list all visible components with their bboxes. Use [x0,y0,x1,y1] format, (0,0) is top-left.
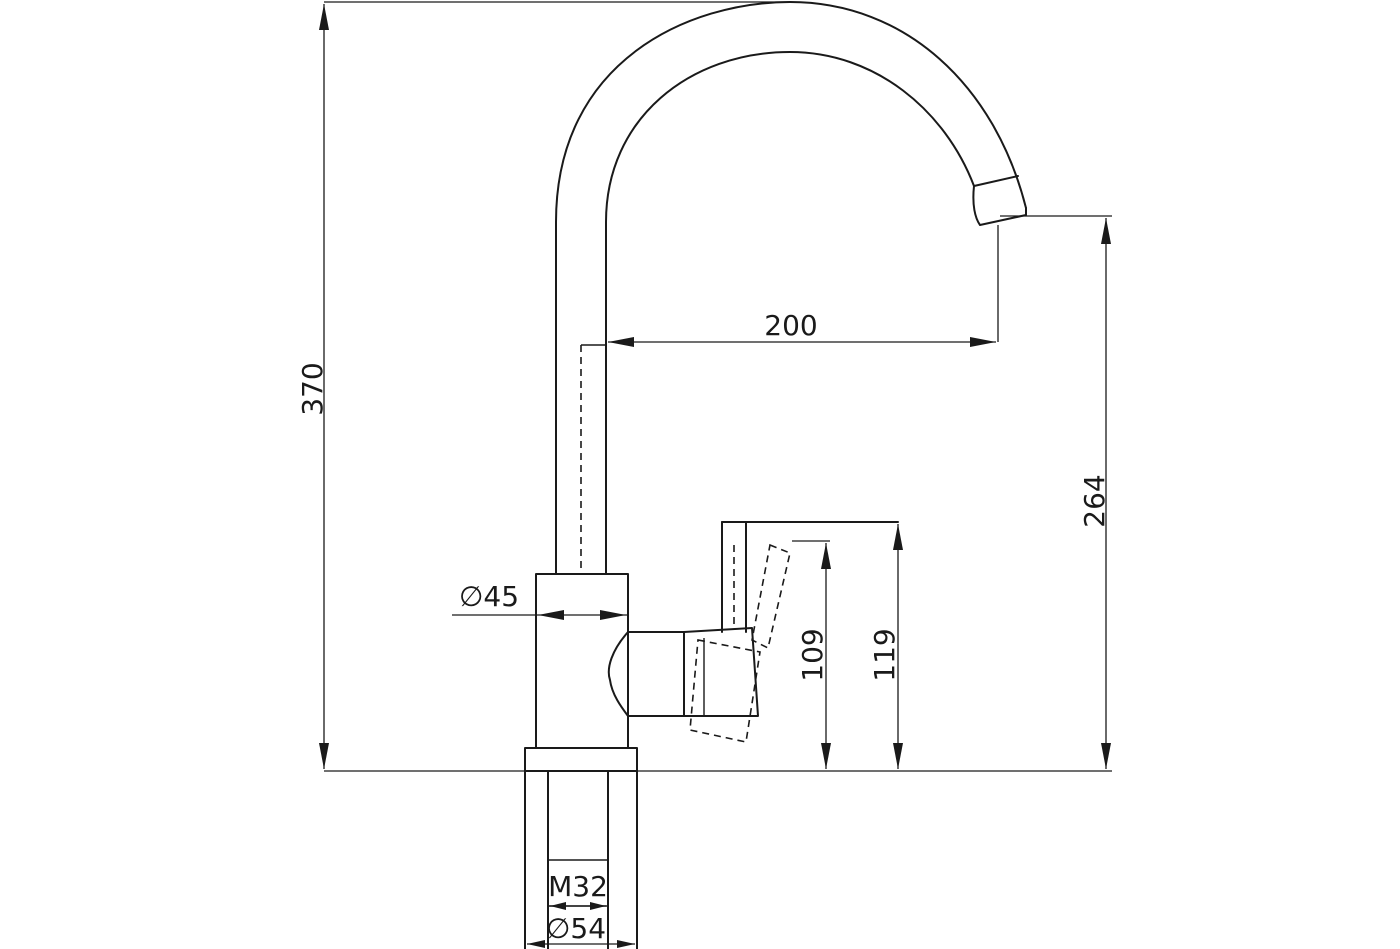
dim-lever-height-raised: 119 [868,524,903,769]
label-lever-height-raised: 119 [868,628,901,681]
lever-raised-dashed [751,543,791,650]
cap-raised-dashed [689,639,761,743]
dim-spout-height: 264 [1000,215,1112,769]
dim-thread: M32 [548,870,608,910]
dim-lever-height-rest: 109 [792,540,831,769]
lever-handle [721,521,747,633]
lever-cap [683,627,759,717]
arrow-down [319,743,329,769]
spout-inner-edge [605,51,975,574]
base-ring [524,747,638,772]
spout [555,1,1027,574]
aerator-tip [972,185,1027,226]
label-total-height: 370 [296,362,329,415]
faucet-body [524,521,899,772]
dim-base-diameter: ∅54 [527,912,635,948]
label-lever-height-rest: 109 [796,628,829,681]
label-spout-height: 264 [1078,474,1111,527]
spout-outer-edge [555,1,1027,574]
dim-total-height: 370 [296,1,790,769]
label-thread: M32 [548,870,608,903]
label-spout-reach: 200 [764,309,817,342]
aerator-band [973,175,1019,187]
label-base-diameter: ∅54 [546,912,606,945]
cartridge-housing [627,631,685,717]
dim-body-diameter: ∅45 [452,580,628,620]
body-cylinder [535,573,629,749]
dim-spout-reach: 200 [608,225,999,347]
body-curve [607,631,629,717]
label-body-diameter: ∅45 [459,580,519,613]
arrow-up [319,4,329,30]
